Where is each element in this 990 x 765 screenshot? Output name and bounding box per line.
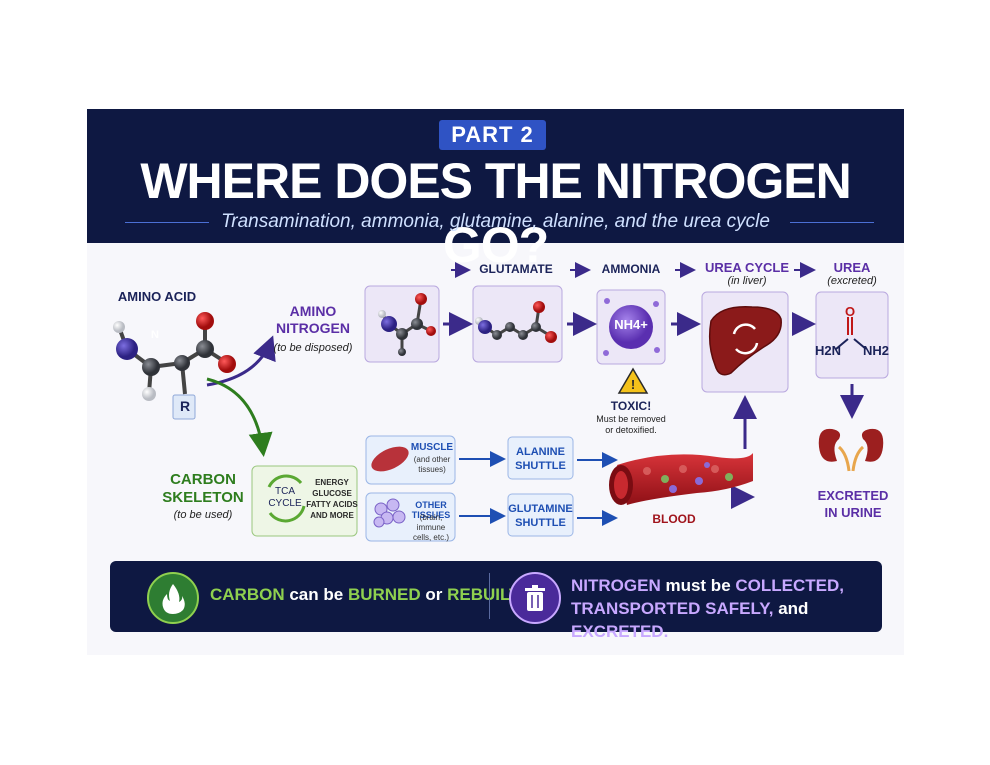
diagram-graphics [113, 262, 889, 542]
amino-nitrogen-molecule [378, 293, 436, 356]
urea-oxygen: O [844, 304, 856, 319]
amino-acid-molecule [113, 312, 236, 420]
nitrogen-summary: NITROGEN must be COLLECTED, TRANSPORTED … [571, 576, 844, 641]
r-group-label: R [179, 398, 191, 414]
muscle-icon [371, 446, 409, 472]
nh4-formula: NH4+ [614, 317, 648, 332]
liver-icon [708, 306, 782, 376]
header-banner: PART 2 WHERE DOES THE NITROGEN GO? Trans… [87, 109, 904, 273]
cycle-icon [732, 323, 759, 355]
infographic-card: PART 2 WHERE DOES THE NITROGEN GO? Trans… [87, 109, 904, 655]
page-subtitle: Transamination, ammonia, glutamine, alan… [221, 211, 770, 232]
glutamate-molecule [475, 301, 557, 343]
warning-icon [617, 367, 649, 394]
trash-icon [509, 572, 561, 624]
other-tissues-label: OTHER TISSUES [411, 500, 451, 520]
part-badge: PART 2 [439, 120, 546, 150]
arrow-to-nitrogen [206, 335, 276, 387]
urea-note: (excreted) [827, 275, 877, 287]
warning-mark: ! [630, 377, 636, 392]
cells-icon [373, 498, 406, 528]
amino-nitrogen-note: (to be disposed) [273, 342, 353, 354]
urea-h2n: H2N [814, 343, 841, 358]
glutamate-label: GLUTAMATE [479, 262, 553, 276]
arrow-to-carbon [206, 377, 273, 457]
urea-nh2: NH2 [862, 343, 889, 358]
footer-divider [489, 573, 490, 619]
carbon-summary: CARBON can be BURNED or REBUILT. [210, 585, 523, 604]
urea-cycle-label: UREA CYCLE [704, 260, 790, 275]
amino-acid-label: AMINO ACID [117, 289, 197, 304]
toxic-label: TOXIC! [610, 399, 652, 413]
nitrogen-atom-label: N [151, 329, 159, 341]
ammonium-ion [609, 305, 653, 349]
summary-banner: CARBON can be BURNED or REBUILT. NITROGE… [110, 561, 882, 641]
flame-icon [147, 572, 199, 624]
urea-cycle-note: (in liver) [727, 275, 767, 287]
divider-right [790, 222, 874, 223]
blood-label: BLOOD [652, 512, 696, 526]
tca-cycle-icon [267, 474, 306, 523]
urea-label: UREA [833, 260, 871, 275]
ammonia-label: AMMONIA [601, 262, 661, 276]
divider-left [125, 222, 209, 223]
kidneys-icon [818, 428, 884, 472]
blood-vessel [609, 453, 753, 505]
muscle-label: MUSCLE [410, 442, 454, 453]
carbon-skeleton-note: (to be used) [173, 509, 233, 521]
